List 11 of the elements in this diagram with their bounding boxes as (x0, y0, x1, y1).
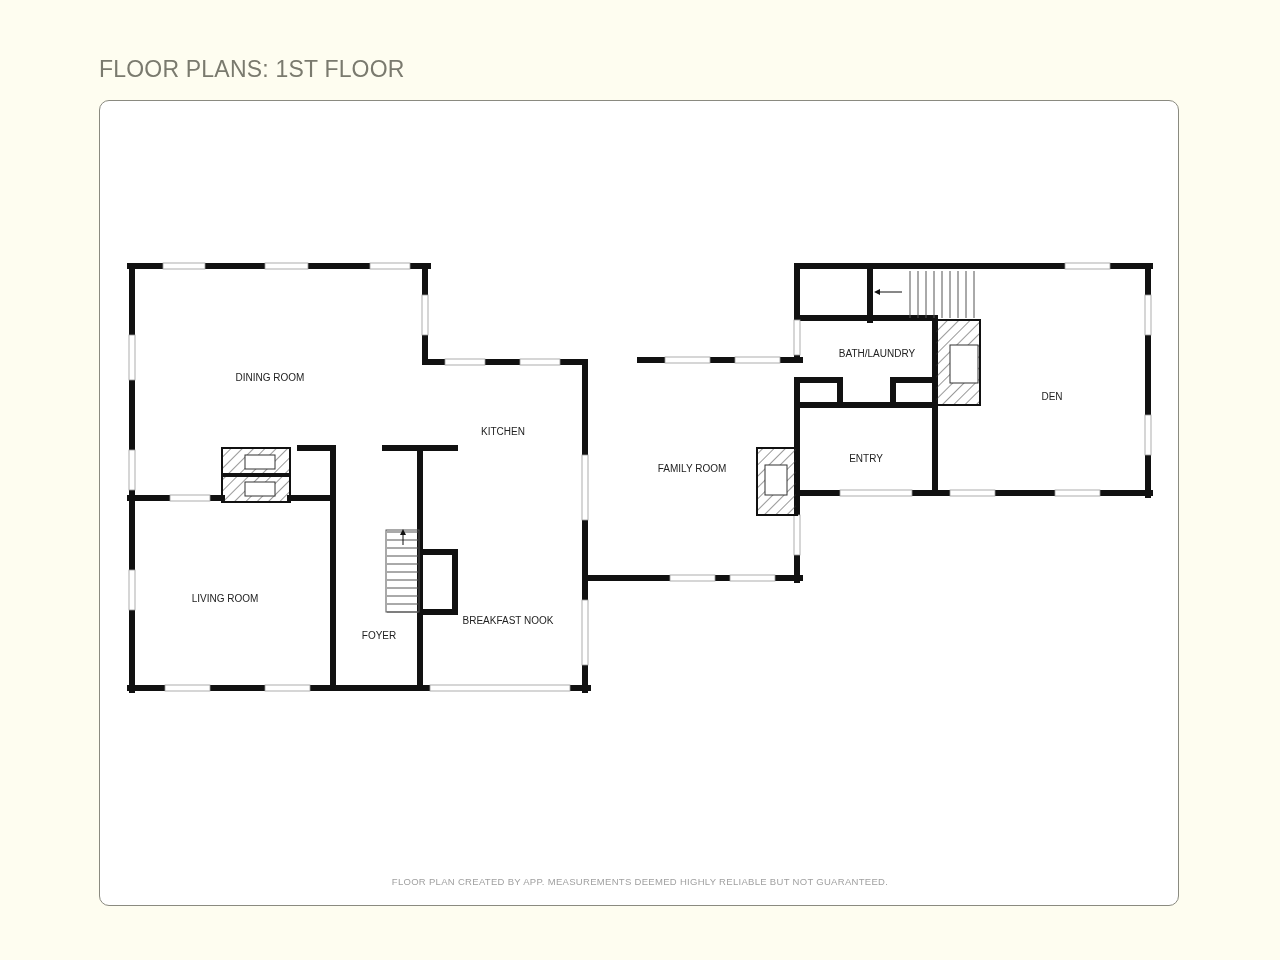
room-label: KITCHEN (481, 425, 525, 437)
room-label: FOYER (361, 629, 397, 641)
footnote: FLOOR PLAN CREATED BY APP. MEASUREMENTS DEEMED HIGHLY RELIABLE BUT NOT GUARANTEED. (391, 875, 889, 887)
title: FLOOR PLANS: 1ST FLOOR (99, 56, 405, 83)
room-label: FAMILY ROOM (657, 462, 727, 474)
room-label: DEN (1041, 390, 1063, 402)
room-label: ENTRY (849, 452, 883, 464)
room-label: BATH/LAUNDRY (838, 347, 916, 359)
room-label: DINING ROOM (235, 371, 305, 383)
room-label: LIVING ROOM (191, 592, 259, 604)
room-label: BREAKFAST NOOK (462, 614, 554, 626)
